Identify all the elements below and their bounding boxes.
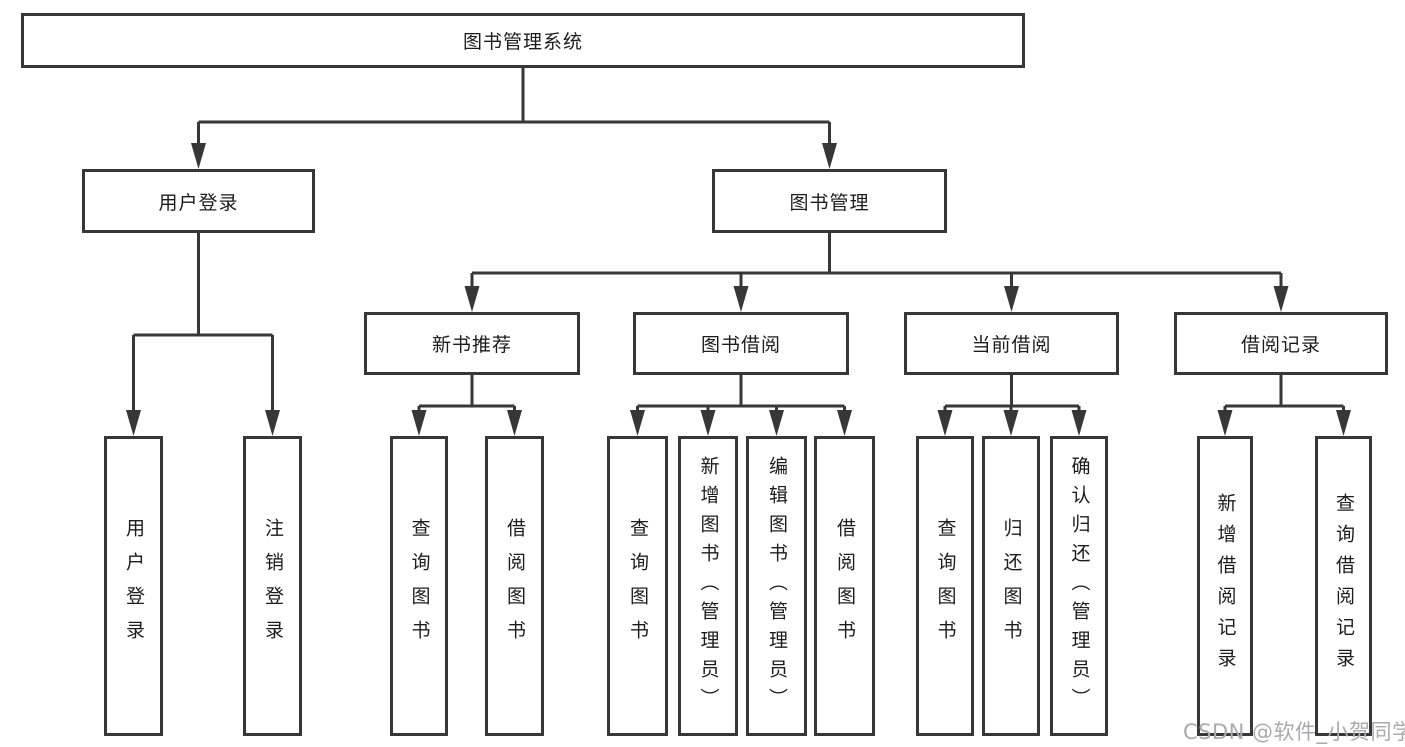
- leaf-query-borrow-record: 查询借阅记录: [1315, 436, 1372, 736]
- node-current-borrowing: 当前借阅: [904, 312, 1119, 375]
- leaf-borrow-books-borrowing: 借阅图书: [814, 436, 875, 736]
- leaf-return-books: 归还图书: [982, 436, 1040, 736]
- leaf-user-login: 用户登录: [104, 436, 163, 736]
- csdn-watermark: CSDN @软件_小贺同学: [1183, 720, 1405, 744]
- leaf-query-books-recommend: 查询图书: [390, 436, 448, 736]
- leaf-borrow-books-recommend: 借阅图书: [485, 436, 544, 736]
- root-node-library-management-system: 图书管理系统: [21, 13, 1025, 68]
- leaf-edit-books-admin: 编辑图书（管理员）: [746, 436, 807, 736]
- node-user-login: 用户登录: [82, 169, 315, 233]
- leaf-query-books-borrowing: 查询图书: [607, 436, 668, 736]
- node-book-borrowing: 图书借阅: [633, 312, 849, 375]
- leaf-query-books-current: 查询图书: [916, 436, 974, 736]
- leaf-add-books-admin: 新增图书（管理员）: [678, 436, 738, 736]
- leaf-confirm-return-admin: 确认归还（管理员）: [1050, 436, 1108, 736]
- node-borrowing-records: 借阅记录: [1174, 312, 1388, 375]
- leaf-add-borrow-record: 新增借阅记录: [1197, 436, 1253, 736]
- leaf-logout-login: 注销登录: [243, 436, 302, 736]
- node-new-book-recommend: 新书推荐: [364, 312, 580, 375]
- node-book-management: 图书管理: [712, 169, 947, 233]
